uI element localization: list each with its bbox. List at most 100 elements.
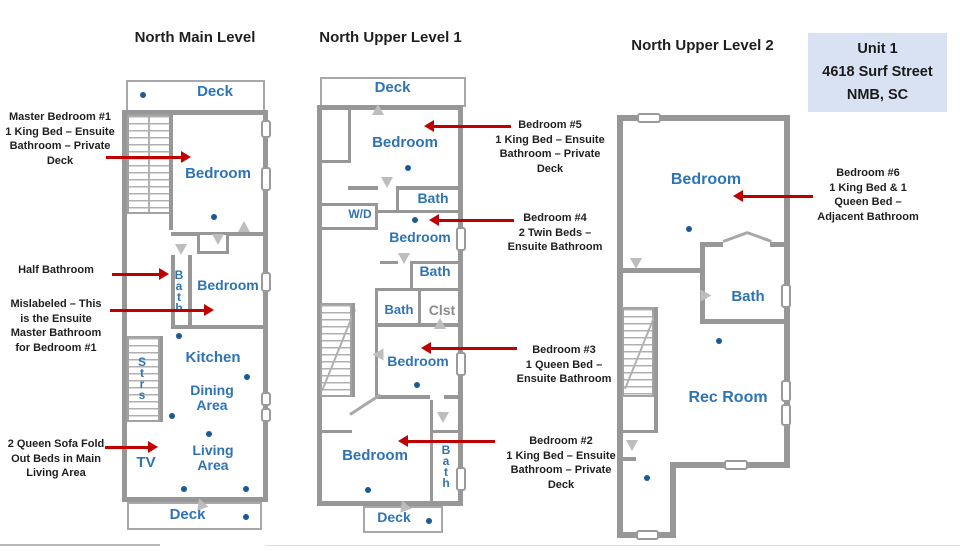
plan2-wall <box>348 186 378 190</box>
plan3-wall-left <box>617 115 623 538</box>
sheet-edge-left <box>0 544 160 546</box>
plan1-deck-bottom <box>127 502 262 530</box>
plan2-wall <box>317 430 352 433</box>
plan2-bedroom2-label: Bedroom <box>342 447 408 464</box>
plan2-wall <box>396 186 460 190</box>
plan2-deck-top-label: Deck <box>374 79 411 96</box>
ceiling-dot <box>414 382 420 388</box>
window <box>781 284 791 308</box>
plan2-wall <box>375 323 378 398</box>
plan2-title: North Upper Level 1 <box>319 29 462 46</box>
annotation-master-bedroom1: Master Bedroom #1 1 King Bed – Ensuite B… <box>5 111 115 167</box>
plan3-wall <box>770 242 784 247</box>
arrow-bedroom3 <box>421 342 517 354</box>
plan1-deck-top-label: Deck <box>197 83 233 100</box>
plan2-bedroom4-label: Bedroom <box>389 229 451 245</box>
annotation-sofa-beds: 2 Queen Sofa Fold Out Beds in Main Livin… <box>7 438 105 479</box>
plan2-wall <box>430 430 462 433</box>
arrow-sofa-beds <box>105 441 158 453</box>
door-mark <box>212 234 224 245</box>
plan2-wall <box>375 288 460 291</box>
annotation-mislabeled: Mislabeled – This is the Ensuite Master … <box>10 298 102 354</box>
plan2-deck-bottom-label: Deck <box>377 509 411 525</box>
door-mark <box>372 104 384 115</box>
plan3-wall <box>700 242 705 324</box>
plan1-deck-bottom-label: Deck <box>169 506 206 523</box>
ceiling-dot <box>140 92 146 98</box>
ceiling-dot <box>405 165 411 171</box>
window <box>456 227 466 251</box>
annotation-bedroom3: Bedroom #3 1 Queen Bed – Ensuite Bathroo… <box>516 344 612 385</box>
arrow-master-bedroom1 <box>106 151 191 163</box>
plan2-wall <box>418 291 421 323</box>
plan2-wd-label: W/D <box>348 207 372 221</box>
plan2-wall <box>320 160 351 163</box>
door-mark <box>746 231 772 243</box>
plan3-bedroom6-label: Bedroom <box>670 171 742 188</box>
plan2-wall <box>375 323 460 327</box>
plan3-recroom-label: Rec Room <box>688 389 768 406</box>
door-mark <box>437 412 449 423</box>
plan2-wall <box>352 303 355 397</box>
plan3-bath-label: Bath <box>731 288 765 305</box>
ceiling-dot <box>169 413 175 419</box>
plan1-kitchen-label: Kitchen <box>185 349 241 366</box>
ceiling-dot <box>716 338 722 344</box>
ceiling-dot <box>244 374 250 380</box>
door-mark <box>700 289 712 302</box>
door-mark <box>626 440 638 451</box>
door-mark <box>434 318 446 329</box>
plan2-bedroom5-label: Bedroom <box>372 134 438 151</box>
plan2-wall <box>410 261 413 289</box>
door-mark <box>238 221 250 232</box>
door-mark <box>630 258 642 269</box>
door-mark <box>175 244 187 255</box>
plan2-wall <box>375 395 430 399</box>
plan2-bath-mid-label: Bath <box>419 263 451 279</box>
ceiling-dot <box>243 486 249 492</box>
ceiling-dot <box>426 518 432 524</box>
plan1-wall <box>188 255 192 327</box>
plan1-wall <box>171 232 211 236</box>
plan1-stair-rail <box>148 116 150 212</box>
ceiling-dot <box>211 214 217 220</box>
plan2-bath-lower-label: Bath <box>384 302 414 317</box>
plan3-wall <box>623 268 703 273</box>
ceiling-dot <box>206 431 212 437</box>
ceiling-dot <box>412 217 418 223</box>
window <box>261 167 271 191</box>
plan2-bath-vertical-label: Bath <box>439 443 453 487</box>
plan2-bath-upper-label: Bath <box>417 190 449 206</box>
plan2-wall <box>378 210 460 213</box>
plan2-wall <box>348 108 351 163</box>
plan2-closet-label: Clst <box>428 302 456 318</box>
plan3-wall <box>705 242 723 247</box>
unit-info-box: Unit 1 4618 Surf Street NMB, SC <box>808 33 947 112</box>
sheet-edge-right <box>265 545 960 546</box>
plan3-wall-corridor <box>670 462 676 538</box>
ceiling-dot <box>644 475 650 481</box>
door-mark <box>372 348 384 361</box>
door-mark <box>398 253 410 264</box>
ceiling-dot <box>686 226 692 232</box>
door-mark <box>722 231 748 243</box>
plan2-wall <box>410 261 460 264</box>
window <box>456 467 466 491</box>
window <box>261 408 271 422</box>
arrow-half-bathroom <box>112 268 169 280</box>
plan2-wall <box>375 203 378 230</box>
plan1-bedroom2-label: Bedroom <box>197 277 259 293</box>
plan2-bedroom3-label: Bedroom <box>387 353 449 369</box>
window <box>637 113 661 123</box>
arrow-bedroom4 <box>429 214 514 226</box>
plan3-wall <box>654 307 658 433</box>
plan1-stairs-lower <box>127 336 160 422</box>
unit-city: NMB, SC <box>846 87 909 103</box>
arrow-bedroom5 <box>424 120 511 132</box>
plan1-wall <box>228 232 264 236</box>
plan2-wall <box>320 203 378 206</box>
door-mark <box>381 177 393 188</box>
plan1-tv-label: TV <box>136 454 156 471</box>
window <box>781 380 791 402</box>
